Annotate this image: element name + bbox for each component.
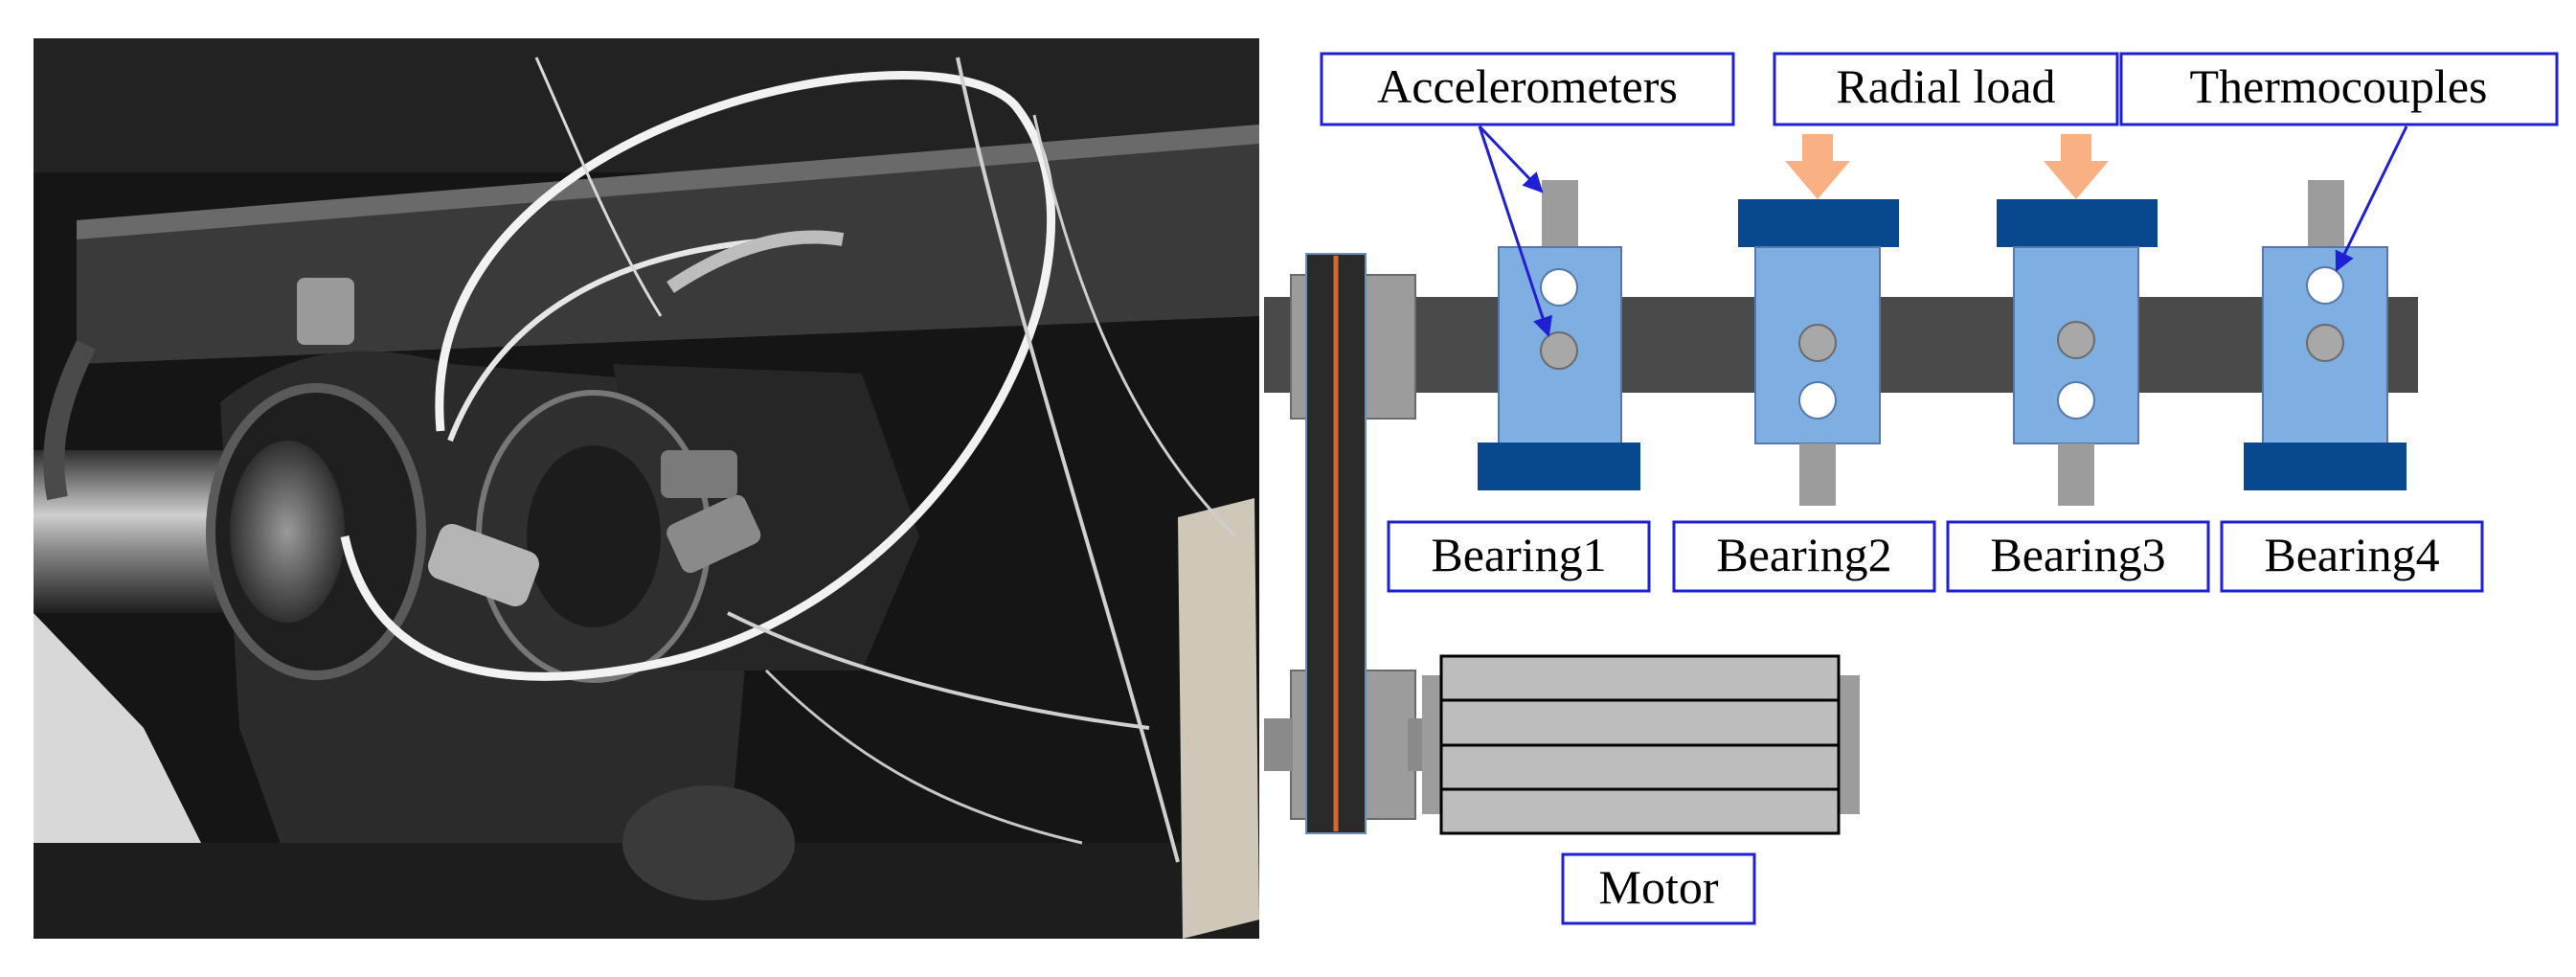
motor (1422, 654, 1860, 835)
motor-end-cap-left (1422, 675, 1441, 814)
bearing3-thermocouple-dot (2057, 381, 2095, 420)
bearing1-accelerometer-dot (1540, 331, 1578, 370)
bearing1-sensor-stem (1542, 180, 1578, 247)
photo-cable-c (956, 57, 1180, 863)
label-thermocouples-text: Thermocouples (2189, 59, 2487, 113)
bearing2-load-arrow-icon (1785, 134, 1850, 199)
label-radial-load-text: Radial load (1836, 59, 2055, 113)
photo-cable-d (727, 611, 1150, 730)
photo-cable-a (447, 237, 786, 443)
accelerometer-pointer-1 (1478, 125, 1544, 193)
bearing3-sensor-stem (2058, 443, 2094, 506)
label-bearing4-box (2220, 520, 2484, 593)
photo-sensor-side (428, 523, 539, 607)
accelerometer-pointer-2 (1478, 125, 1553, 337)
thermocouple-pointer (2335, 125, 2408, 272)
motor-end-cap-right (1839, 675, 1860, 814)
label-accelerometers-box (1320, 52, 1735, 126)
label-motor-text: Motor (1599, 860, 1719, 914)
label-bearing2: Bearing2 (1672, 520, 1936, 593)
label-motor: Motor (1561, 852, 1756, 925)
bearing3-load-arrow-icon (2044, 134, 2109, 199)
label-bearing3-box (1946, 520, 2210, 593)
label-radial-load-box (1773, 52, 2119, 126)
label-radial-load: Radial load (1773, 52, 2119, 126)
label-bearing2-box (1672, 520, 1936, 593)
label-bearing1-text: Bearing1 (1431, 528, 1606, 581)
bearing1-base (1478, 443, 1640, 490)
label-accelerometers-text: Accelerometers (1377, 59, 1678, 113)
bearing4-accelerometer-dot (2306, 324, 2344, 362)
photo-cable-b (667, 230, 845, 293)
bearing4-sensor-stem (2308, 180, 2344, 247)
bearing2-sensor-stem (1799, 443, 1836, 506)
bearing-2 (1738, 134, 1899, 506)
motor-shaft-stub-left (1264, 718, 1293, 771)
label-accelerometers: Accelerometers (1320, 52, 1735, 126)
bearing1-thermocouple-dot (1540, 268, 1578, 307)
photo-bearing-inner (527, 445, 661, 627)
label-bearing1-box (1387, 520, 1651, 593)
bearing3-accelerometer-dot (2057, 321, 2095, 359)
bearing-3 (1997, 134, 2158, 506)
label-bearing3-text: Bearing3 (1990, 528, 2165, 581)
label-bearing4-text: Bearing4 (2264, 528, 2439, 581)
photo-beam (77, 125, 1259, 364)
photo-shaft-end (230, 441, 345, 623)
label-motor-box (1561, 852, 1756, 925)
bearing4-thermocouple-dot (2306, 266, 2344, 305)
photo-lower-bearing (622, 785, 795, 900)
bearing2-load-plate (1738, 199, 1899, 247)
bearing-1 (1478, 180, 1640, 490)
label-bearing4: Bearing4 (2220, 520, 2484, 593)
bearing2-accelerometer-dot (1798, 324, 1837, 362)
bearing2-thermocouple-dot (1798, 381, 1837, 420)
photo-hose (43, 340, 96, 501)
photo-cable-e (764, 669, 1083, 845)
photo-cable-loop (340, 71, 1055, 681)
bearing3-load-plate (1997, 199, 2158, 247)
bearing4-base (2244, 443, 2407, 490)
label-bearing1: Bearing1 (1387, 520, 1651, 593)
photo-sensor-right (667, 494, 761, 574)
label-thermocouples: Thermocouples (2119, 52, 2559, 126)
photo-sensor-top (297, 278, 354, 345)
photo-nut (661, 450, 737, 498)
schematic: Accelerometers Radial load Thermocouples… (1264, 52, 2559, 925)
photo-cable-g (534, 57, 663, 317)
photo-plank (1178, 498, 1259, 939)
label-thermocouples-box (2119, 52, 2559, 126)
test-rig-photo (34, 38, 1259, 939)
label-bearing2-text: Bearing2 (1716, 528, 1891, 581)
label-bearing3: Bearing3 (1946, 520, 2210, 593)
photo-beam-edge (77, 125, 1259, 239)
photo-cable-f (1032, 114, 1237, 538)
bearing-4 (2244, 180, 2407, 490)
